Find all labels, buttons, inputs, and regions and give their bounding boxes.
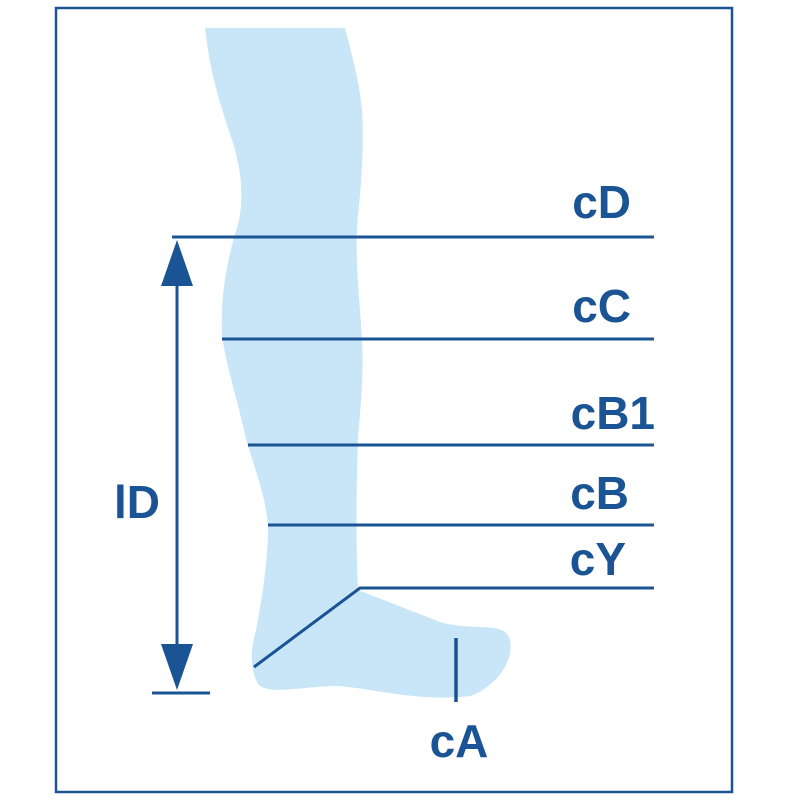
lD-arrow-head-down [161,644,193,690]
cY-measurement-line [253,586,654,669]
lD-arrow-head-up [161,240,193,286]
cY-label: cY [570,533,626,585]
leg-silhouette [205,28,511,698]
cB-label: cB [570,467,629,519]
lD-label: lD [114,476,160,528]
cB1-label: cB1 [571,387,655,439]
cD-label: cD [572,176,631,228]
cA-label: cA [430,715,489,767]
cC-label: cC [572,280,631,332]
diagram-frame [54,6,734,794]
